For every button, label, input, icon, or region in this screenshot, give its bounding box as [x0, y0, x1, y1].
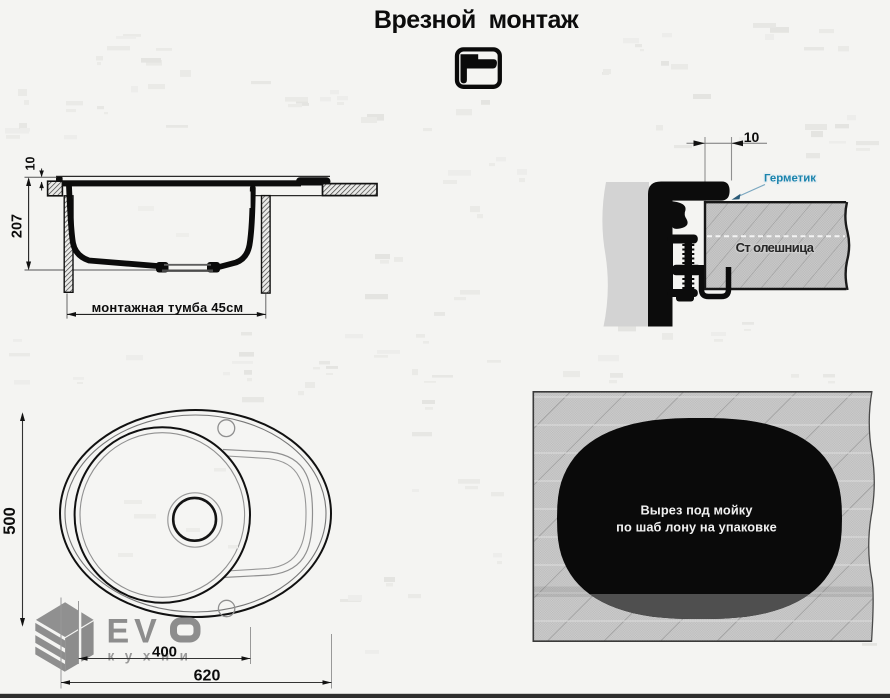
svg-text:Ст олешница: Ст олешница	[736, 240, 815, 255]
svg-text:Вырез под мойку: Вырез под мойку	[640, 503, 753, 518]
svg-text:EV: EV	[107, 613, 162, 651]
svg-text:Герметик: Герметик	[764, 173, 816, 185]
svg-text:400: 400	[152, 644, 177, 661]
svg-text:кухни: кухни	[108, 649, 199, 664]
svg-text:500: 500	[1, 507, 19, 535]
svg-text:10: 10	[744, 129, 760, 145]
svg-text:монтажная тумба 45см: монтажная тумба 45см	[92, 300, 244, 315]
svg-text:Врезной монтаж: Врезной монтаж	[374, 6, 579, 34]
svg-text:207: 207	[10, 214, 26, 238]
svg-text:10: 10	[23, 157, 37, 171]
svg-text:по шаб лону на упаковке: по шаб лону на упаковке	[616, 520, 777, 535]
svg-text:620: 620	[194, 668, 221, 685]
